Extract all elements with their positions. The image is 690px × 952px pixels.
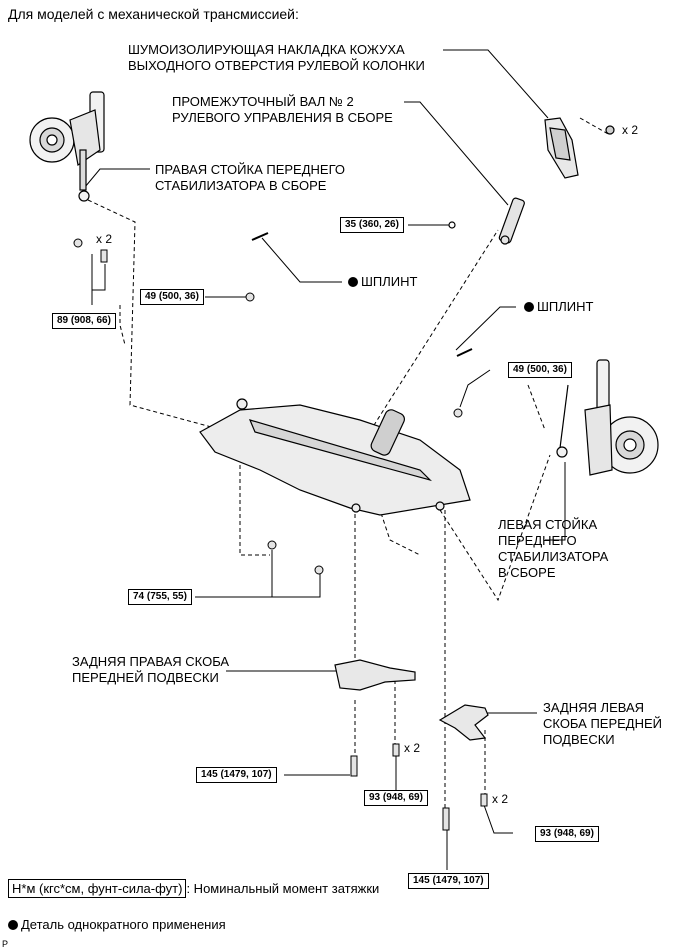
legend-torque-desc: : Номинальный момент затяжки: [186, 881, 380, 896]
label-column-cover: ШУМОИЗОЛИРУЮЩАЯ НАКЛАДКА КОЖУХА ВЫХОДНОГ…: [128, 42, 425, 73]
label-rear-right-bracket: ЗАДНЯЯ ПРАВАЯ СКОБА ПЕРЕДНЕЙ ПОДВЕСКИ: [72, 654, 230, 685]
torque-box: 89 (908, 66): [52, 313, 116, 329]
rear-left-bracket-drawing: [438, 704, 489, 741]
torque-box: 93 (948, 69): [364, 790, 428, 806]
legend-torque-key: Н*м (кгс*см, фунт-сила-фут): [8, 879, 187, 898]
intermediate-shaft-drawing: [448, 197, 525, 245]
single-use-dot-icon: [524, 302, 534, 312]
torque-box: 49 (500, 36): [140, 289, 204, 305]
leader-lines: [84, 49, 566, 870]
torque-box: 145 (1479, 107): [196, 767, 277, 783]
legend-torque: Н*м (кгс*см, фунт-сила-фут): Номинальный…: [8, 879, 380, 898]
label-left-stabilizer-link: ЛЕВАЯ СТОЙКА ПЕРЕДНЕГО СТАБИЛИЗАТОРА В С…: [498, 517, 609, 580]
label-cotter-pin-1: ШПЛИНТ: [348, 274, 417, 290]
label-intermediate-shaft: ПРОМЕЖУТОЧНЫЙ ВАЛ № 2 РУЛЕВОГО УПРАВЛЕНИ…: [172, 94, 393, 125]
single-use-dot-icon: [348, 277, 358, 287]
legend-single-use: Деталь однократного применения: [8, 917, 226, 933]
page-title: Для моделей с механической трансмиссией:: [8, 6, 299, 22]
footer-code: P: [2, 939, 9, 949]
torque-box: 35 (360, 26): [340, 217, 404, 233]
quantity-label: x 2: [622, 123, 639, 137]
label-right-stabilizer-link: ПРАВАЯ СТОЙКА ПЕРЕДНЕГО СТАБИЛИЗАТОРА В …: [155, 162, 345, 193]
right-knuckle-drawing: [29, 91, 105, 202]
legend-single-use-text: Деталь однократного применения: [21, 917, 226, 932]
quantity-label: x 2: [96, 232, 113, 246]
torque-box: 145 (1479, 107): [408, 873, 489, 889]
cotter-pin-text: ШПЛИНТ: [361, 274, 418, 289]
quantity-label: x 2: [492, 792, 509, 806]
rear-right-bracket-drawing: [334, 659, 416, 691]
label-rear-left-bracket: ЗАДНЯЯ ЛЕВАЯ СКОБА ПЕРЕДНЕЙ ПОДВЕСКИ: [543, 700, 663, 747]
subframe-drawing: [199, 398, 471, 516]
label-cotter-pin-2: ШПЛИНТ: [524, 299, 593, 315]
torque-box: 74 (755, 55): [128, 589, 192, 605]
cotter-pin-text: ШПЛИНТ: [537, 299, 594, 314]
torque-box: 93 (948, 69): [535, 826, 599, 842]
column-cover-drawing: [544, 117, 615, 179]
fasteners-drawing: [73, 232, 488, 831]
quantity-label: x 2: [404, 741, 421, 755]
single-use-dot-icon: [8, 920, 18, 930]
torque-box: 49 (500, 36): [508, 362, 572, 378]
left-knuckle-drawing: [556, 359, 659, 476]
